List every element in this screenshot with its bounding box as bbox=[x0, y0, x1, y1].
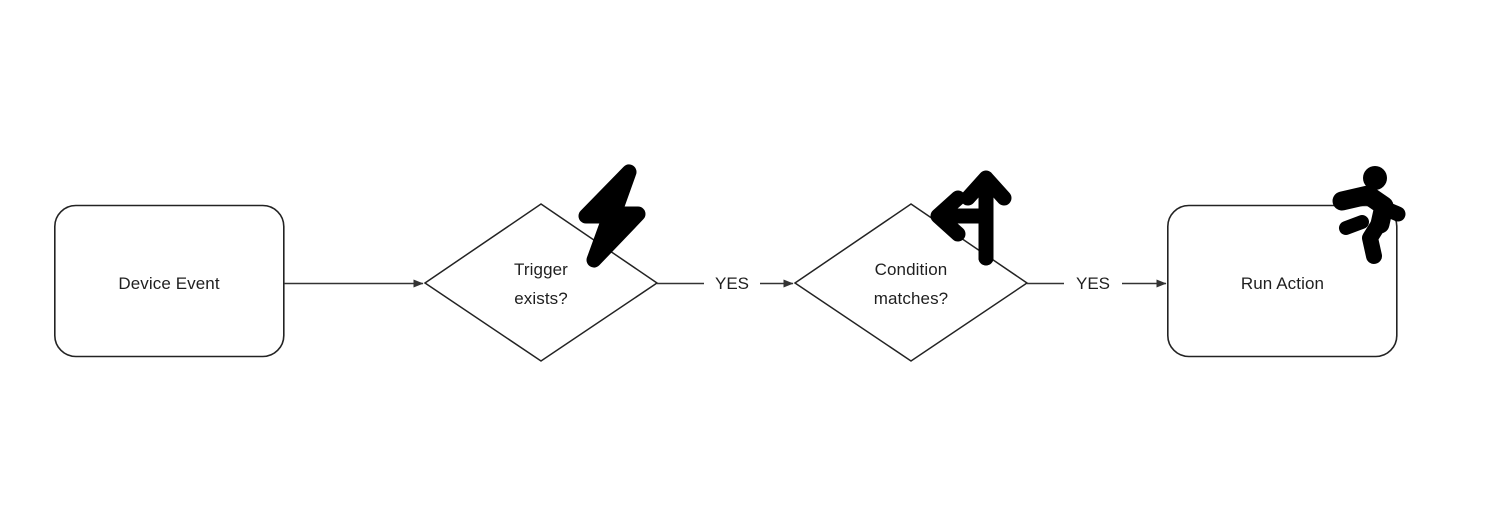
node-device-event-shape[interactable] bbox=[53, 204, 285, 358]
edge-label-condition-yes: YES bbox=[1075, 274, 1111, 293]
node-run-action-shape[interactable] bbox=[1167, 204, 1398, 358]
branch-arrows-icon bbox=[918, 166, 1022, 268]
running-person-icon bbox=[1322, 164, 1406, 266]
lightning-bolt-icon bbox=[572, 164, 652, 268]
edge-label-trigger-yes: YES bbox=[714, 274, 750, 293]
node-trigger-exists-shape[interactable] bbox=[423, 203, 659, 362]
